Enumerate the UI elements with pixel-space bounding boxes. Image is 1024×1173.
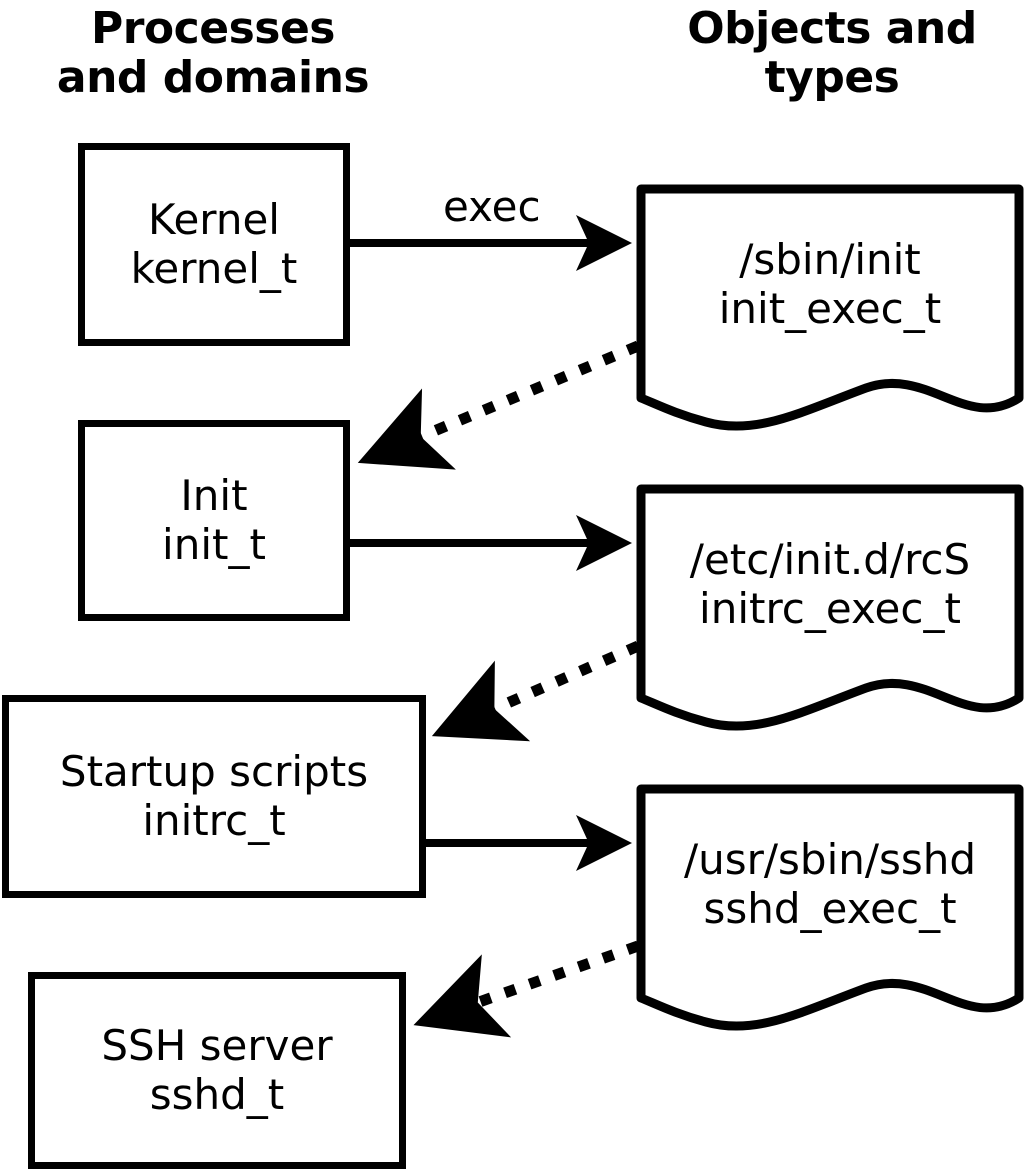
object-doc-etc-initd-rcs[interactable]: /etc/init.d/rcS initrc_exec_t	[636, 484, 1024, 734]
column-heading-processes: Processes and domains	[56, 3, 370, 104]
edge-transition-sshd-exec-to-sshd	[413, 940, 640, 1038]
domain-type-init: init_t	[162, 519, 266, 569]
object-path-usr-sbin-sshd: /usr/sbin/sshd	[683, 835, 977, 884]
domain-type-kernel: kernel_t	[130, 243, 298, 293]
domain-name-startup-scripts: Startup scripts	[59, 746, 369, 796]
domain-box-init[interactable]: Init init_t	[78, 420, 350, 621]
document-shape-icon	[636, 184, 1024, 431]
domain-box-ssh-server[interactable]: SSH server sshd_t	[28, 972, 406, 1169]
domain-type-ssh-server: sshd_t	[149, 1069, 285, 1119]
object-type-initrc-exec-t: initrc_exec_t	[699, 584, 961, 633]
object-doc-usr-sbin-sshd[interactable]: /usr/sbin/sshd sshd_exec_t	[636, 784, 1024, 1034]
domain-name-ssh-server: SSH server	[101, 1020, 333, 1070]
domain-name-kernel: Kernel	[148, 194, 280, 244]
object-type-sshd-exec-t: sshd_exec_t	[703, 884, 957, 933]
document-shape-icon	[636, 784, 1024, 1031]
domain-box-kernel[interactable]: Kernel kernel_t	[78, 143, 350, 346]
domain-type-startup-scripts: initrc_t	[142, 795, 286, 845]
edge-label-exec: exec	[443, 182, 541, 231]
object-path-etc-initd-rcs: /etc/init.d/rcS	[689, 535, 971, 584]
object-doc-sbin-init[interactable]: /sbin/init init_exec_t	[636, 184, 1024, 434]
edge-transition-initrc-exec-to-initrc	[431, 640, 641, 742]
domain-name-init: Init	[180, 470, 248, 520]
column-heading-objects: Objects and types	[687, 3, 977, 104]
object-path-sbin-init: /sbin/init	[739, 235, 921, 284]
edge-transition-init-exec-to-init	[357, 340, 641, 470]
object-type-init-exec-t: init_exec_t	[718, 284, 942, 333]
document-shape-icon	[636, 484, 1024, 731]
domain-box-startup-scripts[interactable]: Startup scripts initrc_t	[2, 695, 426, 898]
